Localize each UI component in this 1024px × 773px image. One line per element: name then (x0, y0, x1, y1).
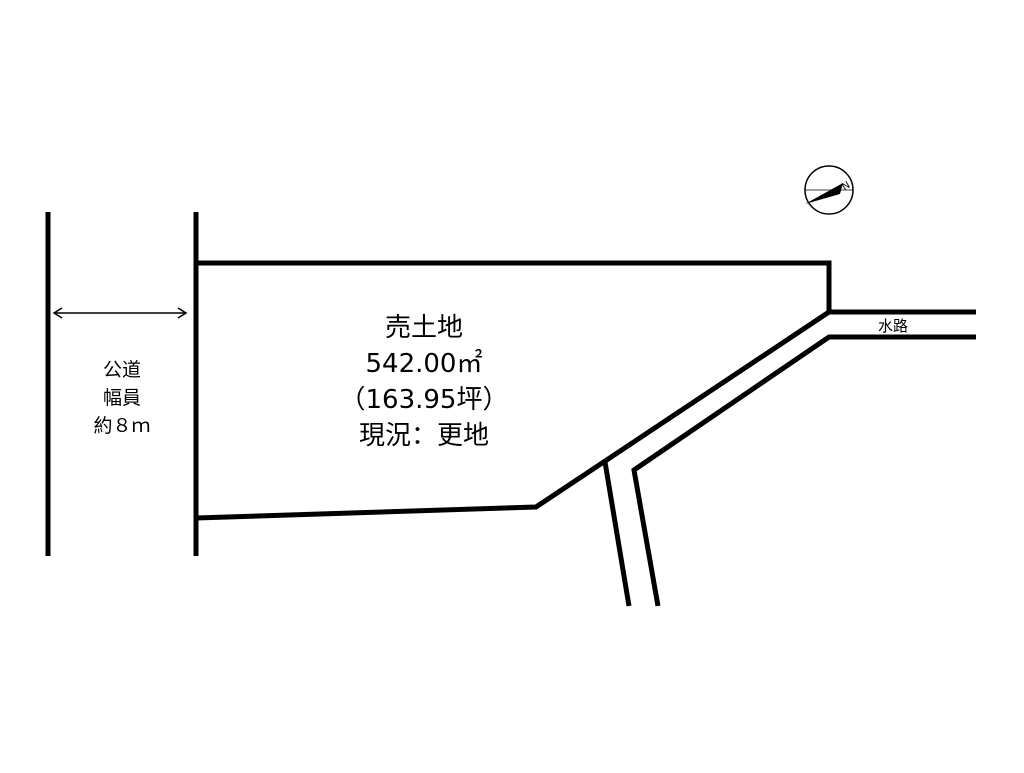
waterway-label: 水路 (878, 317, 908, 335)
north-arrow-icon: N (804, 165, 854, 215)
plot-label-line2: 542.00㎡ (366, 349, 483, 379)
plot-label-line4: 現況：更地 (359, 421, 489, 451)
waterway-branch-edge (602, 461, 632, 607)
road-label-line2: 幅員 (103, 387, 141, 409)
waterway-lower-edge (631, 334, 976, 607)
plot-label-line3: （163.95坪） (340, 385, 509, 415)
north-arrow-letter: N (840, 180, 852, 193)
property-boundary (195, 260, 832, 521)
road-label-line1: 公道 (103, 359, 141, 381)
plot-label-line1: 売土地 (385, 313, 463, 343)
road-label-line3: 約８ｍ (93, 415, 150, 437)
road-width-arrow (52, 307, 188, 319)
